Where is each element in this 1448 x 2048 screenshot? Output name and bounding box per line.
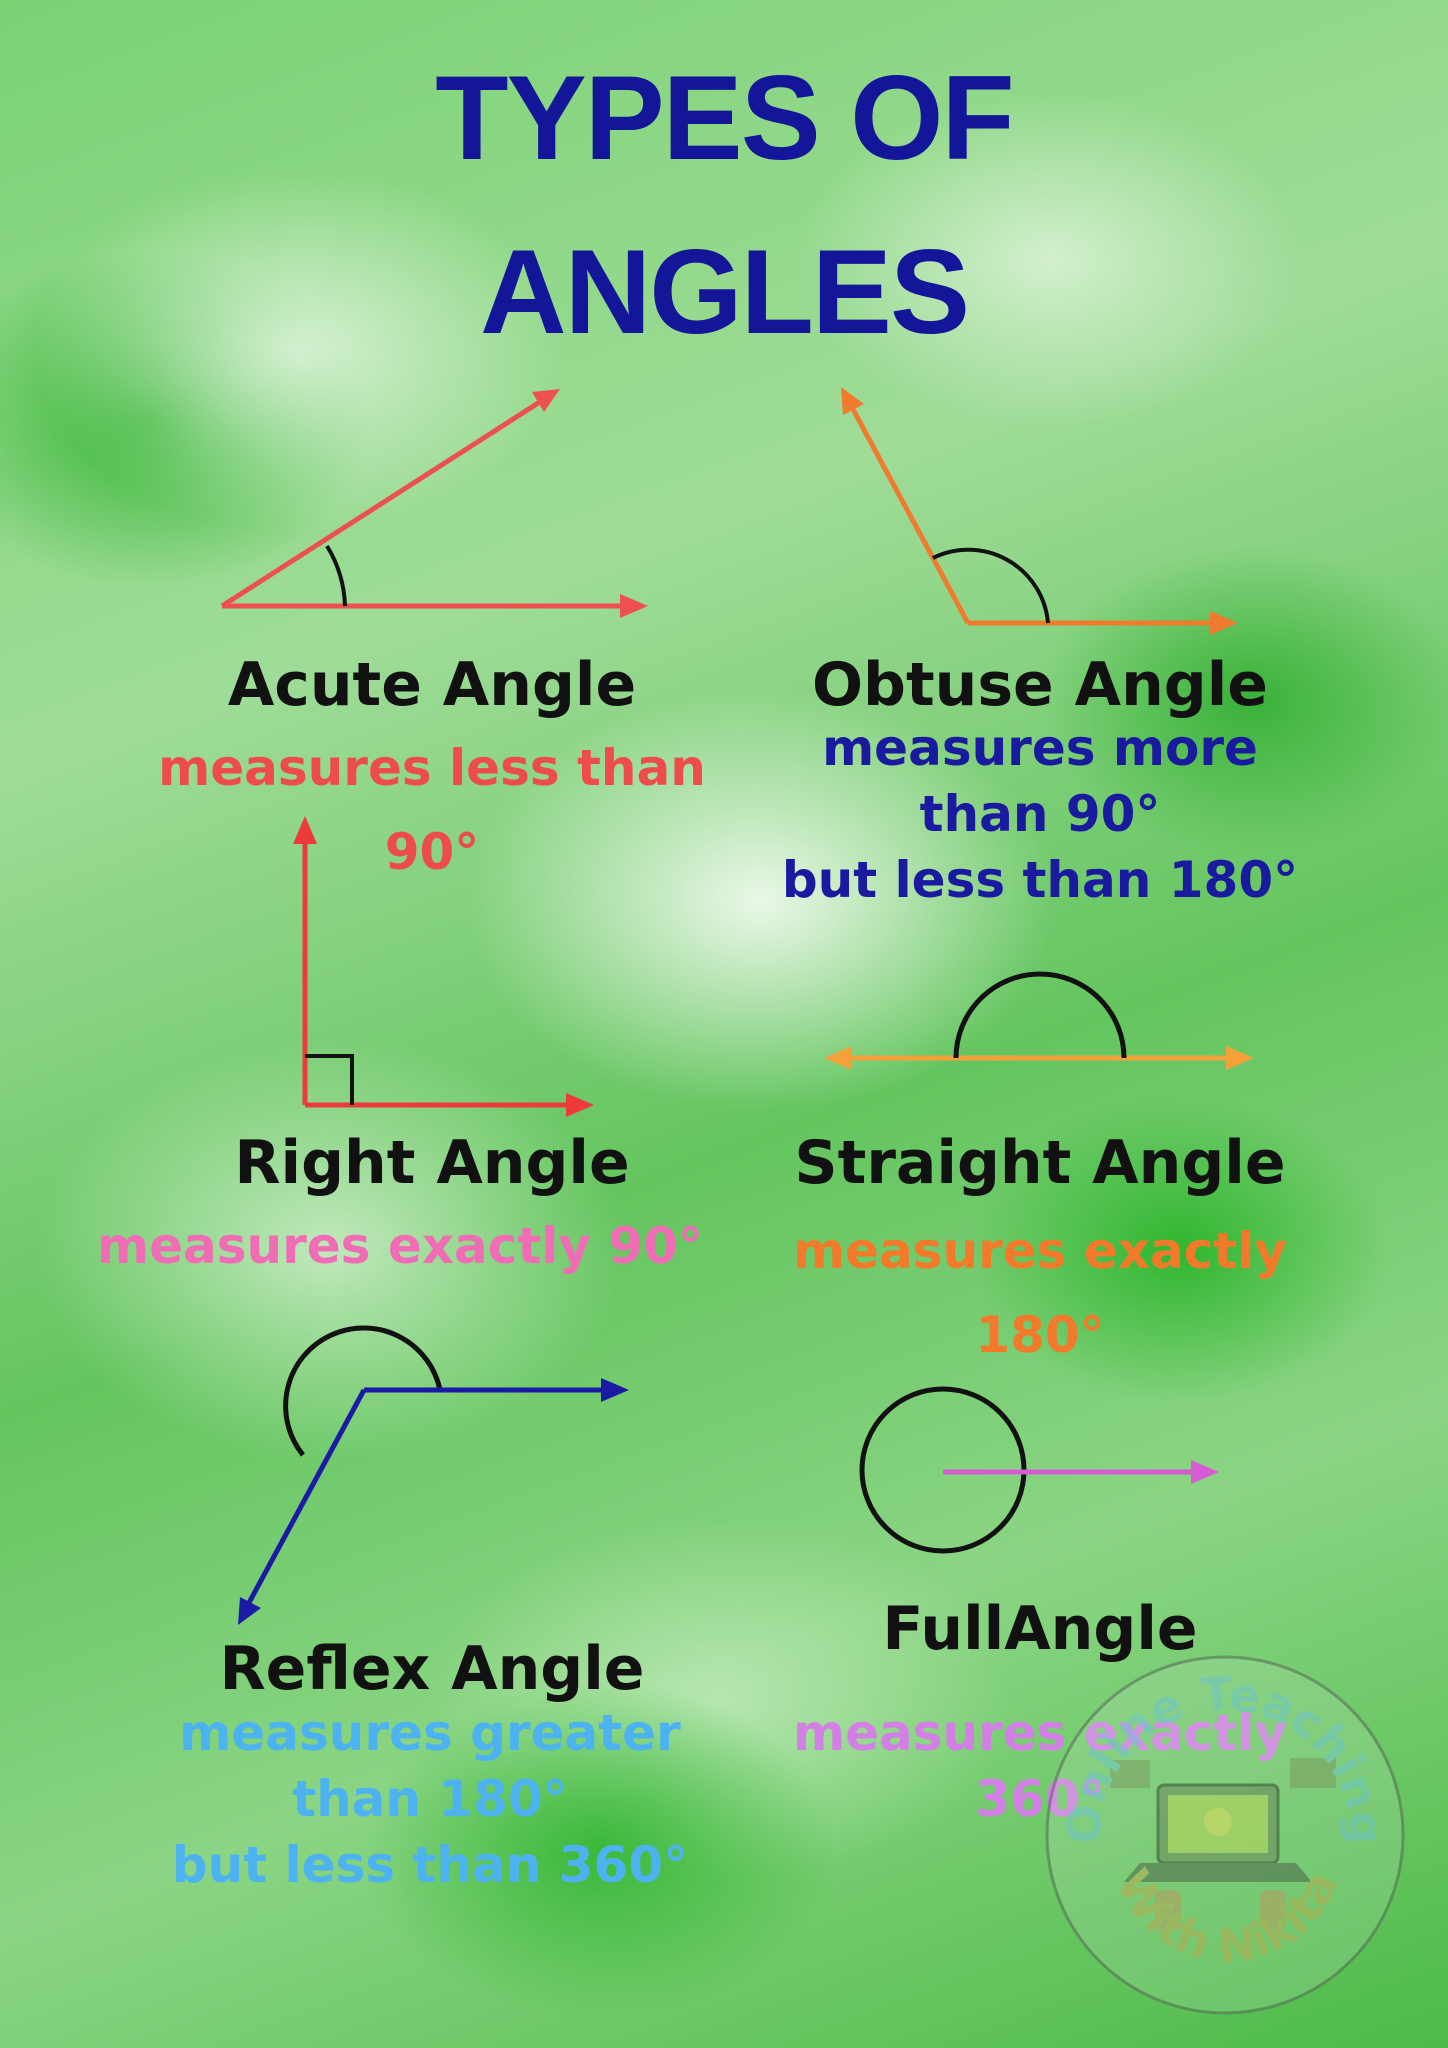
straight-angle-description: measures exactly 180° [740,1218,1340,1368]
acute-desc-line2: 90° [384,823,480,881]
reflex-desc-line2: than 180° [292,1770,568,1828]
obtuse-angle-figure [841,387,1238,635]
reflex-desc-line1: measures greater [179,1704,681,1762]
right-angle-name: Right Angle [234,1128,630,1198]
acute-angle-name: Acute Angle [227,650,637,720]
right-angle-figure [293,816,594,1117]
reflex-angle-description: measures greater than 180° but less than… [130,1700,730,1898]
straight-angle-name: Straight Angle [794,1128,1286,1198]
reflex-desc-line3: but less than 360° [171,1836,689,1894]
full-desc-line1: measures exactly [792,1704,1288,1762]
right-angle-description: measures exactly 90° [70,1213,730,1279]
reflex-angle-name: Reflex Angle [219,1634,645,1704]
page-title-line1: TYPES OF [435,51,1014,185]
watermark-logo: Online Teaching With Nikita [1045,1655,1405,2015]
full-desc-line2: 360° [975,1770,1105,1828]
obtuse-desc-line3: but less than 180° [781,851,1299,909]
full-angle-name: FullAngle [882,1594,1198,1664]
obtuse-angle-description: measures more than 90° but less than 180… [740,715,1340,913]
full-angle-figure [859,1386,1219,1554]
acute-desc-line1: measures less than [158,739,706,797]
straight-desc-line1: measures exactly [792,1222,1288,1280]
obtuse-angle-name: Obtuse Angle [811,650,1268,720]
obtuse-desc-line1: measures more [822,719,1258,777]
straight-angle-figure [824,971,1254,1070]
acute-angle-description: measures less than 90° [120,735,744,885]
reflex-angle-figure [238,1325,629,1625]
full-angle-description: measures exactly 360° [740,1700,1340,1832]
acute-angle-figure [220,389,648,618]
right-desc-line1: measures exactly 90° [96,1217,703,1275]
page-title-line2: ANGLES [479,225,970,359]
obtuse-desc-line2: than 90° [919,785,1161,843]
straight-desc-line2: 180° [975,1306,1105,1364]
